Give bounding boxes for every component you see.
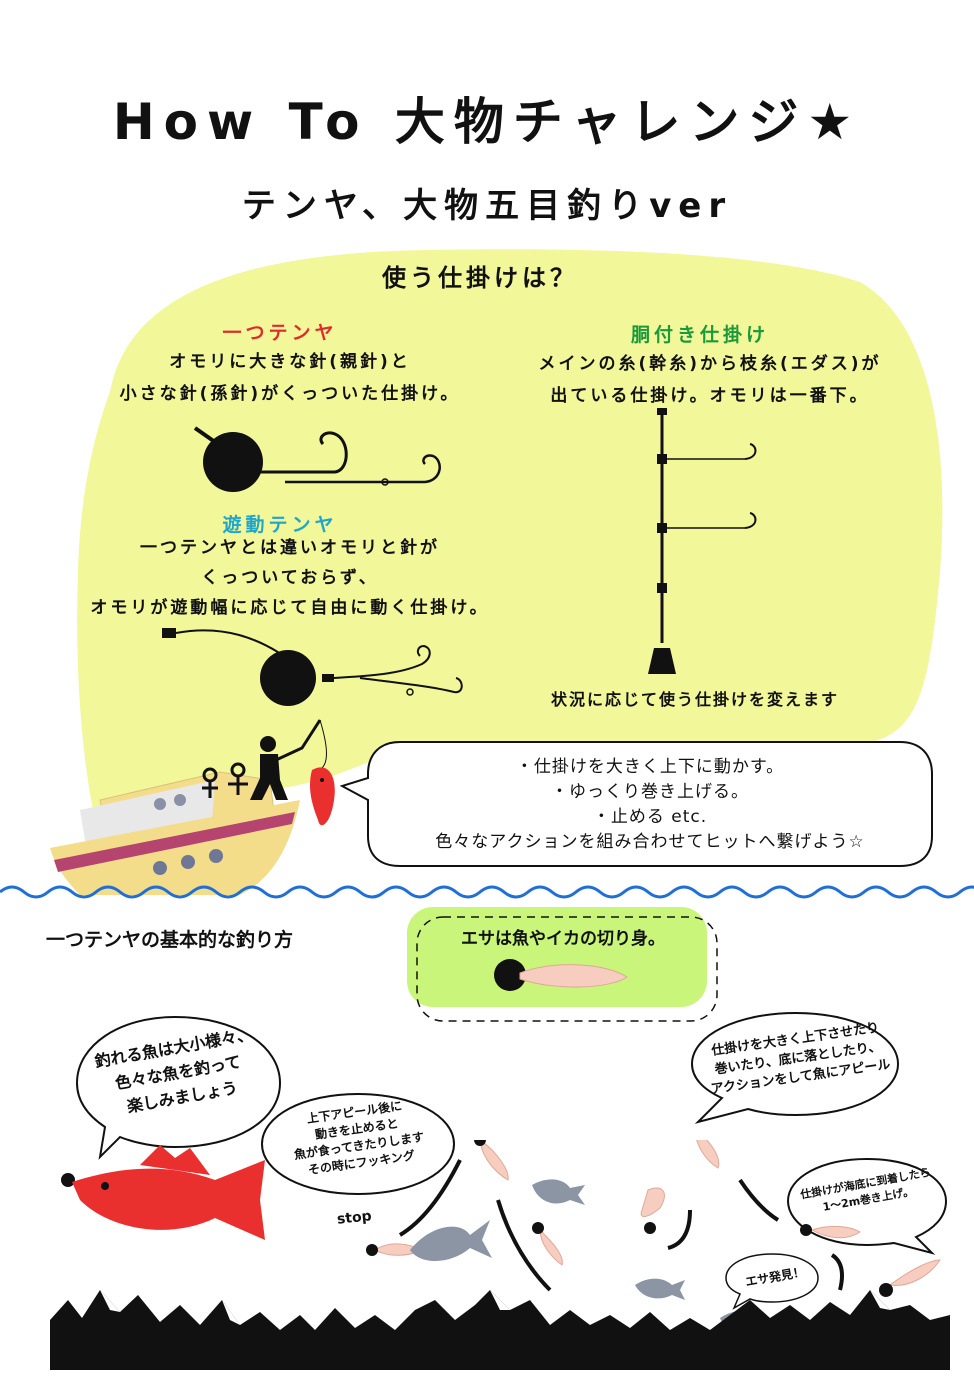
underwater-scene — [50, 1140, 950, 1370]
appeal-bubble-shape — [690, 1011, 900, 1124]
action-line-1: ・仕掛けを大きく上下に動かす。 — [515, 757, 785, 777]
action-bubble-shape — [340, 741, 933, 867]
yudo-tenya-desc-2: くっついておらず、 — [201, 568, 379, 588]
found-bubble-shape — [725, 1253, 819, 1310]
action-line-2: ・ゆっくり巻き上げる。 — [551, 782, 749, 802]
stop-bubble-shape — [260, 1092, 456, 1196]
yudo-tenya-illustration — [162, 628, 463, 706]
hitotsu-tenya-desc-1: オモリに大きな針(親針)と — [169, 352, 411, 372]
bait-text: エサは魚やイカの切り身。 — [461, 929, 665, 949]
fishing-boat-illustration — [50, 719, 335, 895]
page-subtitle: テンヤ、大物五目釣りver — [241, 186, 733, 226]
dotsuki-heading: 胴付き仕掛け — [630, 324, 769, 346]
hitotsu-tenya-heading: 一つテンヤ — [222, 322, 338, 344]
yudo-tenya-heading: 遊動テンヤ — [222, 514, 338, 536]
yudo-tenya-desc-1: 一つテンヤとは違いオモリと針が — [140, 538, 440, 558]
red-fish — [61, 1145, 265, 1240]
fish-bubble-shape — [75, 1015, 282, 1160]
page-title: How To 大物チャレンジ★ — [112, 93, 862, 151]
basic-method-heading: 一つテンヤの基本的な釣り方 — [46, 929, 294, 951]
hitotsu-tenya-illustration — [193, 426, 441, 492]
dotsuki-desc-1: メインの糸(幹糸)から枝糸(エダス)が — [538, 354, 882, 374]
yudo-tenya-desc-3: オモリが遊動幅に応じて自由に動く仕掛け。 — [90, 598, 490, 618]
action-bubble-text: ・仕掛けを大きく上下に動かす。 ・ゆっくり巻き上げる。 ・止める etc. 色々… — [370, 755, 930, 855]
action-line-4: 色々なアクションを組み合わせてヒットへ繋げよう☆ — [435, 832, 865, 852]
dotsuki-desc-2: 出ている仕掛け。オモリは一番下。 — [550, 386, 870, 406]
rigs-question: 使う仕掛けは？ — [382, 264, 578, 292]
sea-wave — [0, 885, 974, 899]
action-line-3: ・止める etc. — [592, 807, 708, 827]
rigs-note: 状況に応じて使う仕掛けを変えます — [550, 690, 839, 709]
dotsuki-illustration — [648, 408, 757, 674]
bait-box — [407, 907, 718, 1022]
hitotsu-tenya-desc-2: 小さな針(孫針)がくっついた仕掛け。 — [119, 384, 461, 404]
